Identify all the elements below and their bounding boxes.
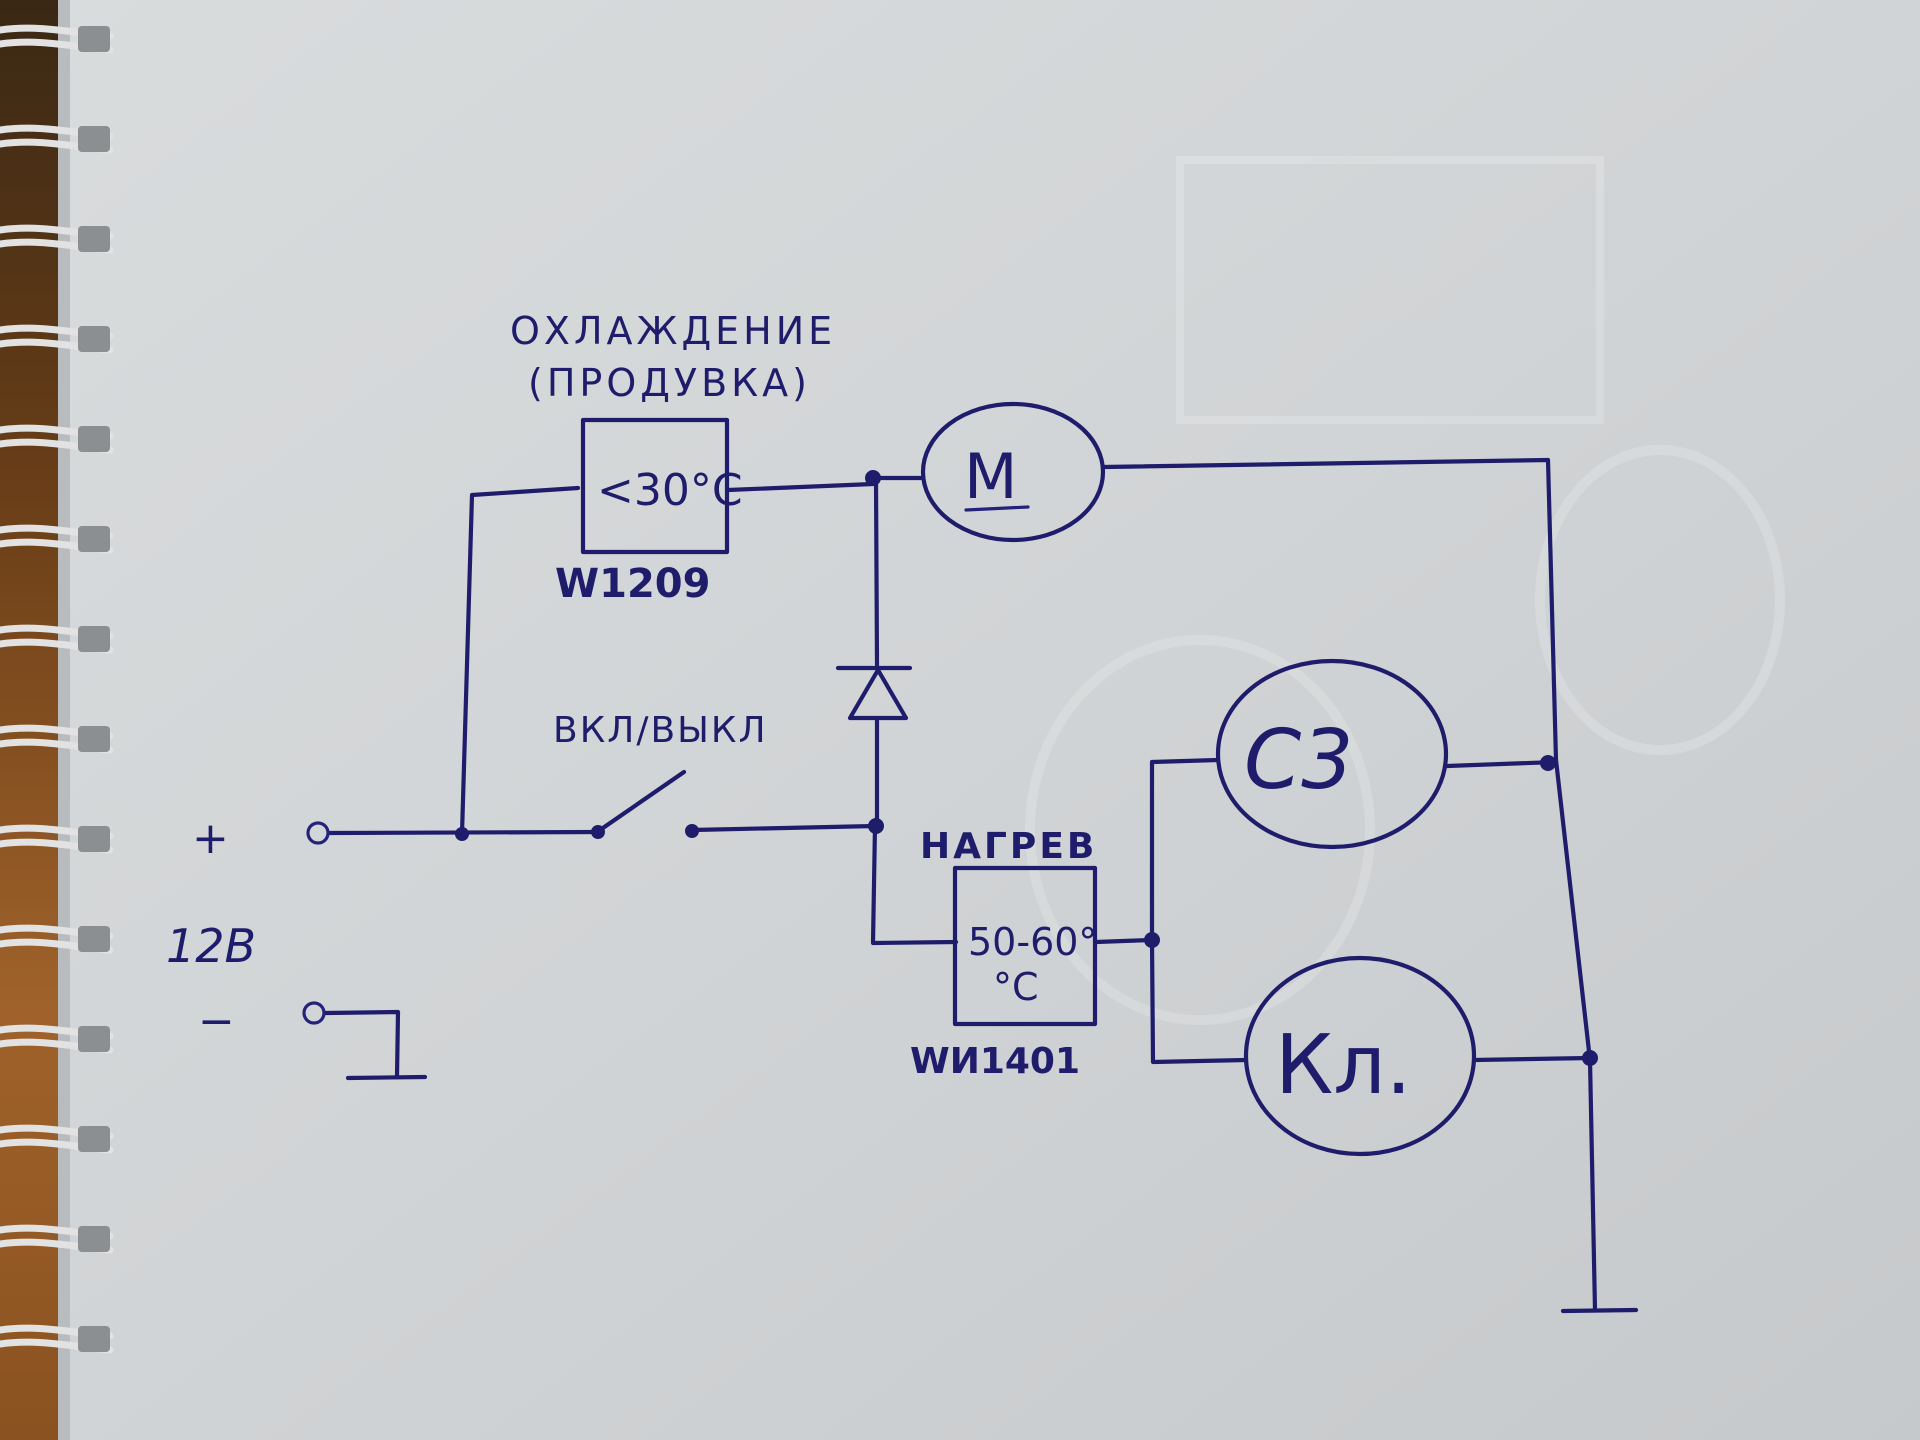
cooling-title: ОХЛАЖДЕНИЕ — [510, 309, 836, 353]
wire-to-w1209 — [459, 485, 581, 837]
heater-unit: °C — [993, 965, 1039, 1009]
spiral-loop — [0, 424, 114, 454]
heating-section: НАГРЕВ 50-60° °C WИ1401 — [910, 826, 1097, 1082]
spiral-loop — [0, 1224, 114, 1254]
motor-label: M — [964, 440, 1018, 513]
switch: ВКЛ/ВЫКЛ — [553, 710, 768, 839]
heater-setpoint: 50-60° — [968, 920, 1097, 964]
junction-dot — [1144, 932, 1160, 948]
w1209-setpoint: <30°C — [597, 465, 743, 516]
switch-arm — [597, 769, 687, 833]
switch-label: ВКЛ/ВЫКЛ — [553, 710, 768, 751]
junction-dot — [868, 818, 884, 834]
junction-dot — [1582, 1050, 1598, 1066]
wire-diode-upper — [873, 477, 880, 668]
spiral-loop — [0, 824, 114, 854]
spiral-loop — [0, 24, 114, 54]
wire-kl-to-rail — [1471, 1055, 1593, 1063]
spiral-loop — [0, 924, 114, 954]
junction-dot — [1540, 755, 1556, 771]
w1209-model: W1209 — [555, 561, 710, 607]
plus-terminal — [306, 821, 330, 845]
wire-c3-to-rail — [1444, 759, 1559, 769]
junction-dot — [455, 827, 469, 841]
c3-circle — [1215, 658, 1449, 850]
ground-symbol — [1560, 1307, 1639, 1314]
paper-edge — [58, 0, 70, 1440]
ground-bar — [1560, 1307, 1639, 1314]
spiral-loop — [0, 524, 114, 554]
spiral-loop — [0, 624, 114, 654]
spiral-loop — [0, 124, 114, 154]
wire-to-heater-box — [870, 823, 959, 946]
power-terminals: + − 12В — [166, 813, 330, 1047]
spiral-loop — [0, 724, 114, 754]
motor: M — [920, 401, 1106, 543]
kl-circle — [1243, 955, 1477, 1157]
wire-to-kl — [1149, 937, 1249, 1065]
switch-contact — [685, 824, 699, 838]
voltage-label: 12В — [166, 919, 256, 973]
wire-motor-to-rail — [1101, 457, 1559, 763]
ghost-imprint — [1025, 156, 1785, 1025]
load-c3: C3 — [1215, 658, 1449, 850]
table-wood — [0, 0, 58, 1440]
heater-thermostat-box — [952, 865, 1098, 1027]
junction-dot — [865, 470, 881, 486]
spiral-loop — [0, 324, 114, 354]
minus-ground-bar — [345, 1074, 428, 1081]
spiral-loop — [0, 224, 114, 254]
wire-heater-box-out — [1093, 937, 1155, 945]
heating-title: НАГРЕВ — [920, 826, 1097, 867]
cooling-section: ОХЛАЖДЕНИЕ (ПРОДУВКА) <30°C W1209 — [510, 309, 836, 607]
spiral-loop — [0, 1124, 114, 1154]
wire-switch-to-junction — [689, 823, 878, 833]
kl-label: Кл. — [1275, 1018, 1412, 1113]
plus-label: + — [192, 813, 229, 864]
spiral-loop — [0, 1024, 114, 1054]
diode — [835, 665, 913, 721]
motor-underline — [964, 505, 1030, 512]
c3-label: C3 — [1244, 713, 1353, 808]
junctions — [455, 470, 1598, 1066]
load-kl: Кл. — [1243, 955, 1477, 1157]
wire-to-c3 — [1149, 757, 1221, 943]
minus-label: − — [198, 996, 235, 1047]
wire-w1209-to-motor — [725, 481, 876, 493]
spiral-binding — [0, 24, 114, 1354]
heater-model: WИ1401 — [910, 1041, 1080, 1082]
minus-terminal — [302, 1001, 326, 1025]
cooling-subtitle: (ПРОДУВКА) — [528, 361, 811, 405]
w1209-box — [580, 417, 730, 555]
wire-minus — [323, 1009, 401, 1080]
spiral-loop — [0, 1324, 114, 1354]
motor-circle — [920, 401, 1106, 543]
diode-triangle — [847, 667, 909, 721]
